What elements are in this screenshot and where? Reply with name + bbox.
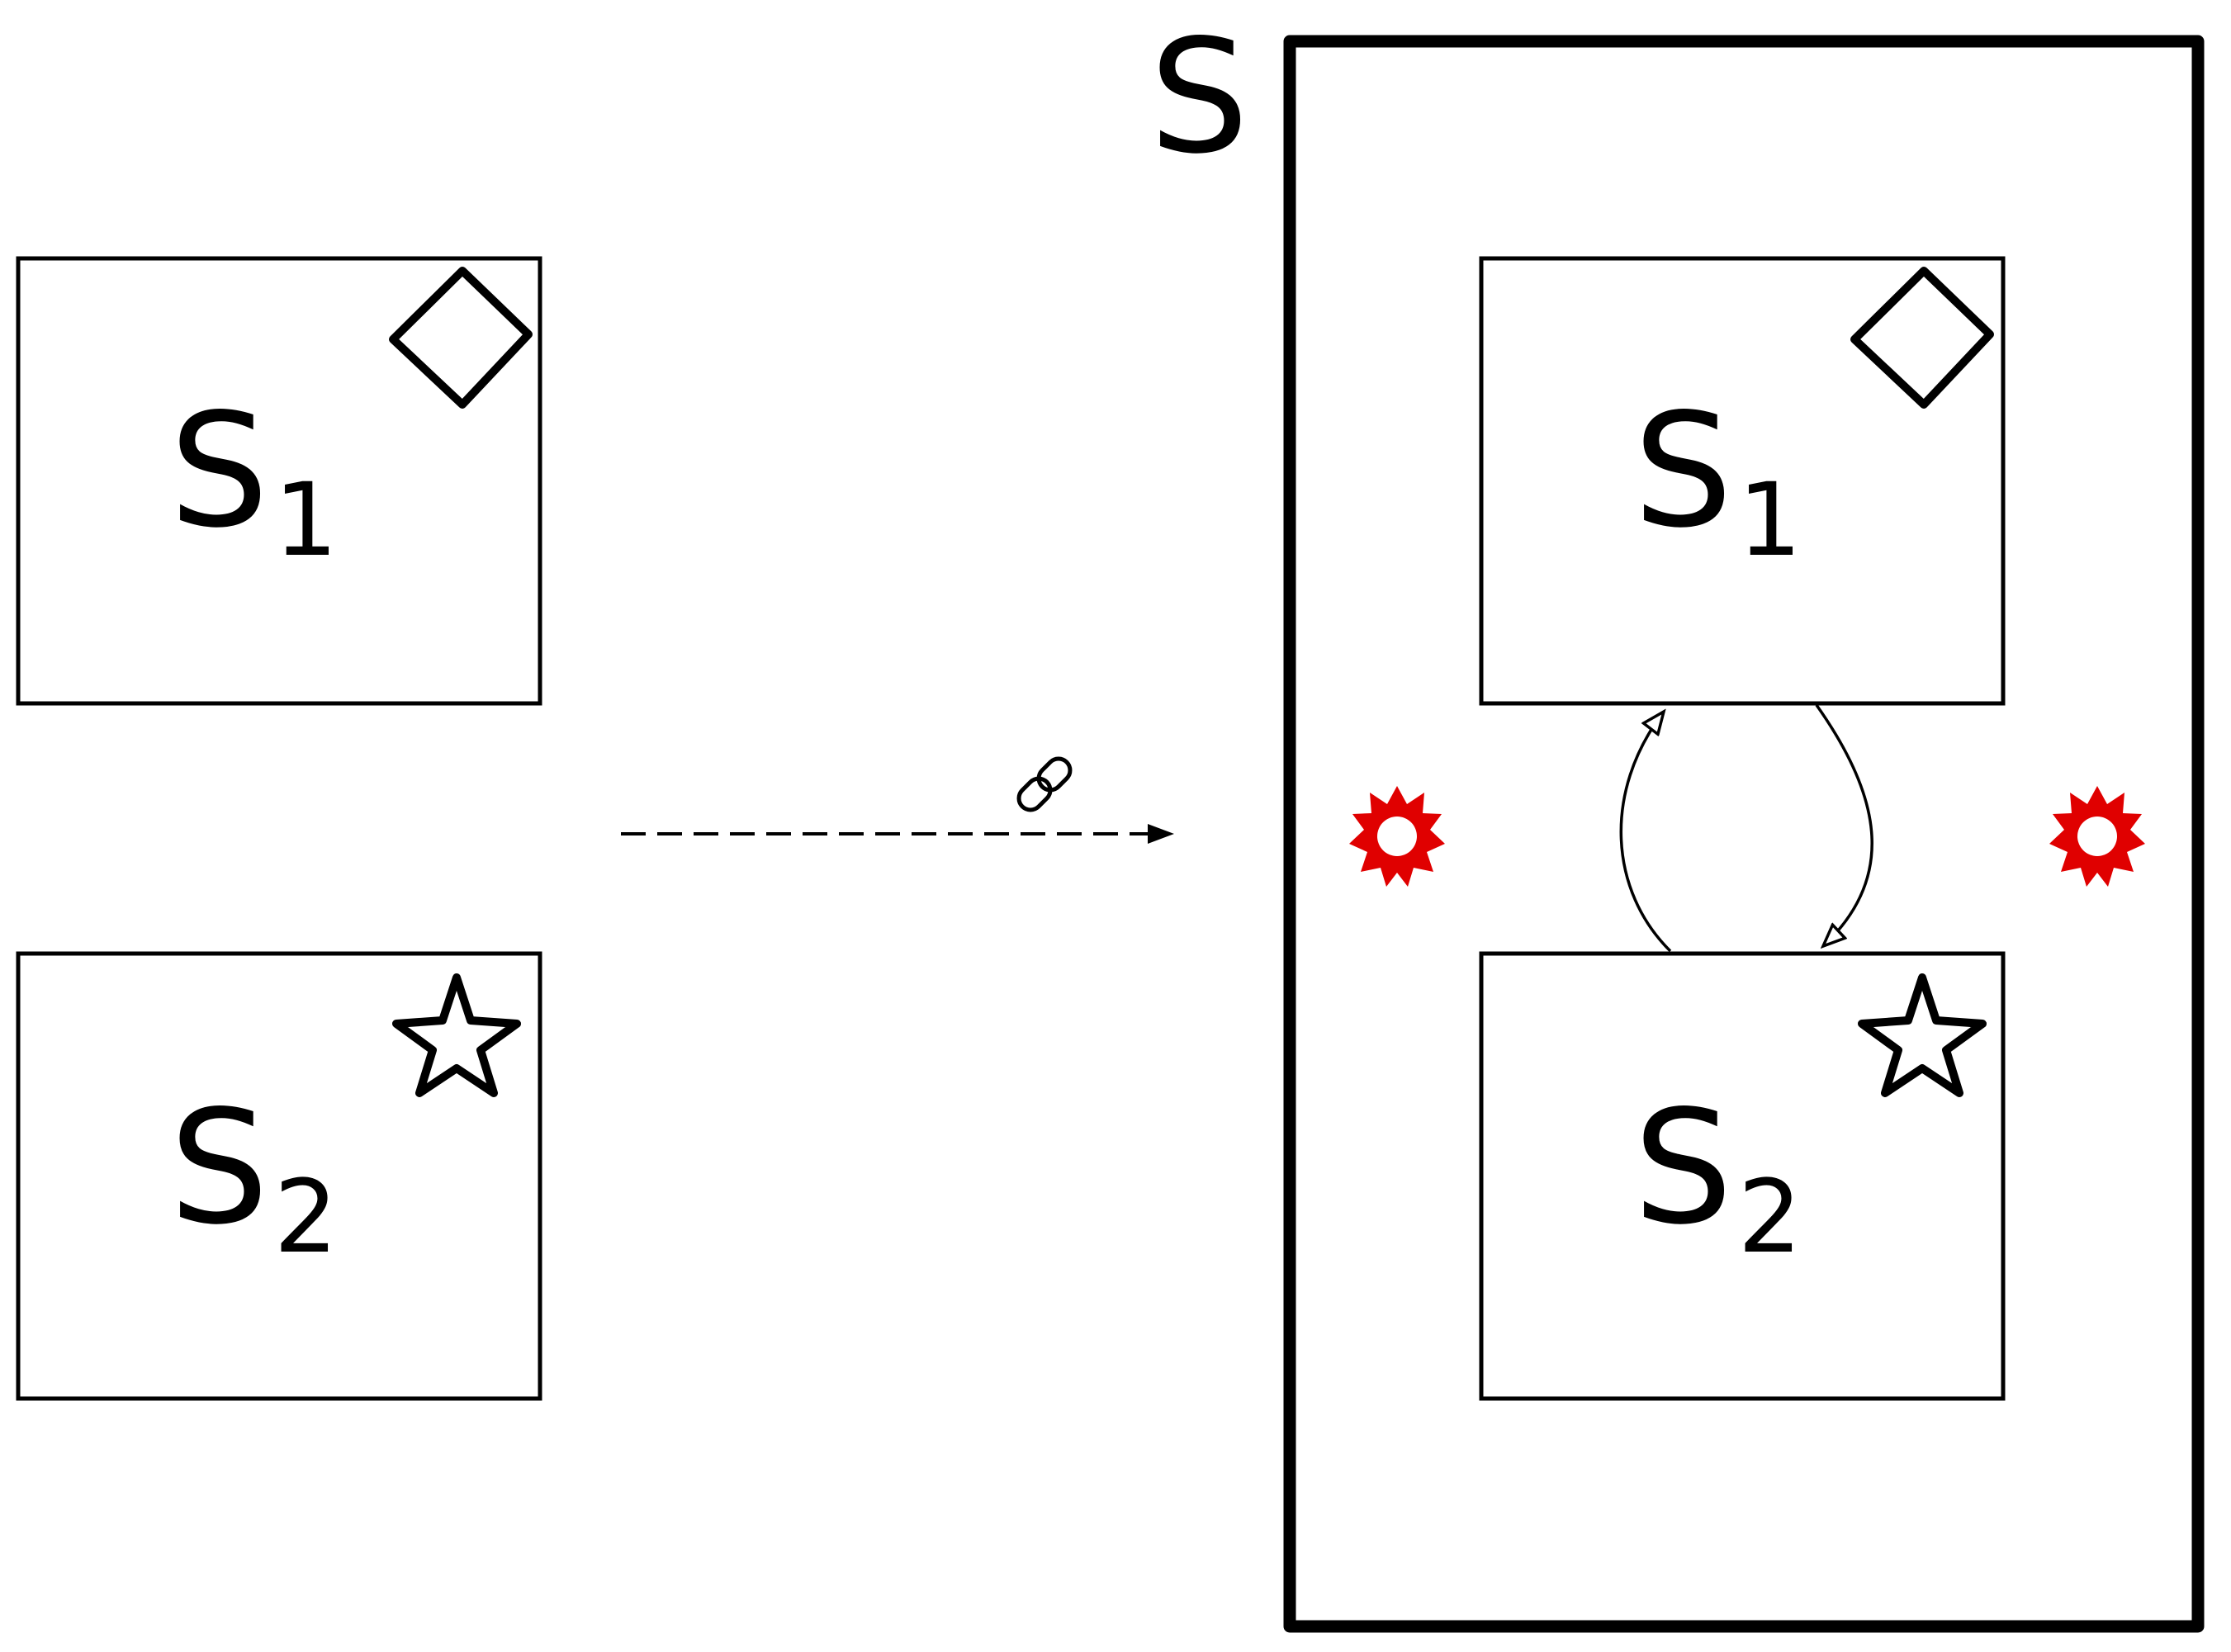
s1-label-right: S1	[1633, 380, 1802, 579]
left-system-s2: S2	[16, 951, 542, 1401]
star-icon	[392, 973, 521, 1097]
s2-label-right: S2	[1633, 1077, 1802, 1276]
red-burst-icon	[2049, 786, 2145, 887]
s1-box-right	[1479, 256, 2006, 706]
diamond-icon	[389, 267, 533, 409]
s2-box-left	[16, 951, 542, 1401]
composed-system-s: S S1 S2	[1149, 6, 2205, 1633]
container-label: S	[1149, 6, 1249, 188]
star-icon	[1858, 973, 1987, 1097]
container-box	[1283, 35, 2205, 1633]
arrow-s1-to-s2	[1815, 703, 1873, 946]
arrow-s2-to-s1	[1619, 712, 1672, 953]
arrowhead	[1148, 824, 1174, 844]
left-system-s1: S1	[16, 256, 542, 706]
s2-box-right	[1479, 951, 2006, 1401]
s1-label-left: S1	[169, 380, 338, 579]
red-burst-icon	[1349, 786, 1445, 887]
composition-arrow	[621, 756, 1174, 844]
s1-box-left	[16, 256, 542, 706]
chain-link-icon	[1016, 756, 1073, 812]
diamond-icon	[1850, 267, 1994, 409]
s2-label-left: S2	[169, 1077, 338, 1276]
